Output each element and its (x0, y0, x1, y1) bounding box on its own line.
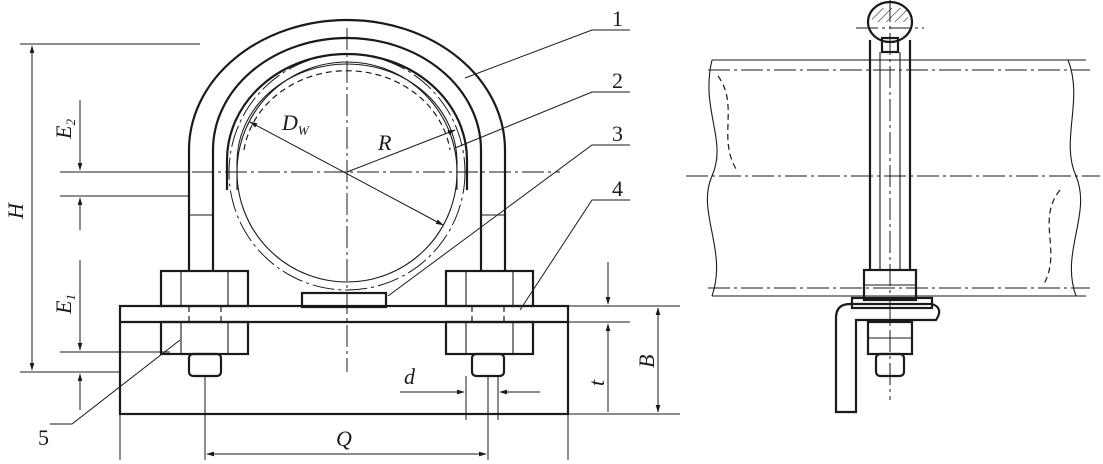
u-bolt-outer (187, 18, 507, 270)
label-E2: E2 (51, 119, 78, 140)
spacer-block (300, 291, 388, 309)
right-nut-assembly (444, 269, 535, 378)
part-number-5: 5 (38, 425, 49, 450)
base-angle-section (834, 302, 941, 414)
part-number-4: 4 (612, 176, 623, 201)
part-number-1: 1 (612, 6, 623, 31)
part-number-3: 3 (612, 121, 623, 146)
pipe-break-left (706, 59, 718, 297)
leader-4 (519, 199, 630, 311)
label-Q: Q (336, 426, 352, 451)
label-t: t (584, 379, 609, 386)
label-d: d (404, 364, 416, 389)
base-plate (118, 304, 570, 416)
side-view (686, 0, 1100, 414)
side-washer (850, 296, 934, 310)
label-H: H (3, 202, 28, 220)
pipe-break-right (1067, 59, 1082, 297)
part-number-2: 2 (612, 68, 623, 93)
leader-5 (50, 339, 181, 425)
label-R: R (377, 130, 392, 155)
radius-dim-line (346, 129, 456, 173)
label-D: DW (281, 110, 310, 138)
pipe-break-left-hidden (717, 75, 739, 173)
leader-2 (454, 91, 630, 149)
front-view: 1 2 3 4 5 H E2 E1 DW R d t B Q (3, 6, 680, 460)
leader-3 (387, 144, 630, 297)
pipe-break-right-hidden (1043, 189, 1061, 285)
leader-1 (464, 29, 630, 79)
side-bolt-end (874, 352, 906, 378)
label-B: B (634, 355, 659, 368)
diameter-dim-line (249, 121, 444, 226)
left-nut-assembly (159, 269, 250, 378)
label-E1: E1 (51, 294, 78, 315)
